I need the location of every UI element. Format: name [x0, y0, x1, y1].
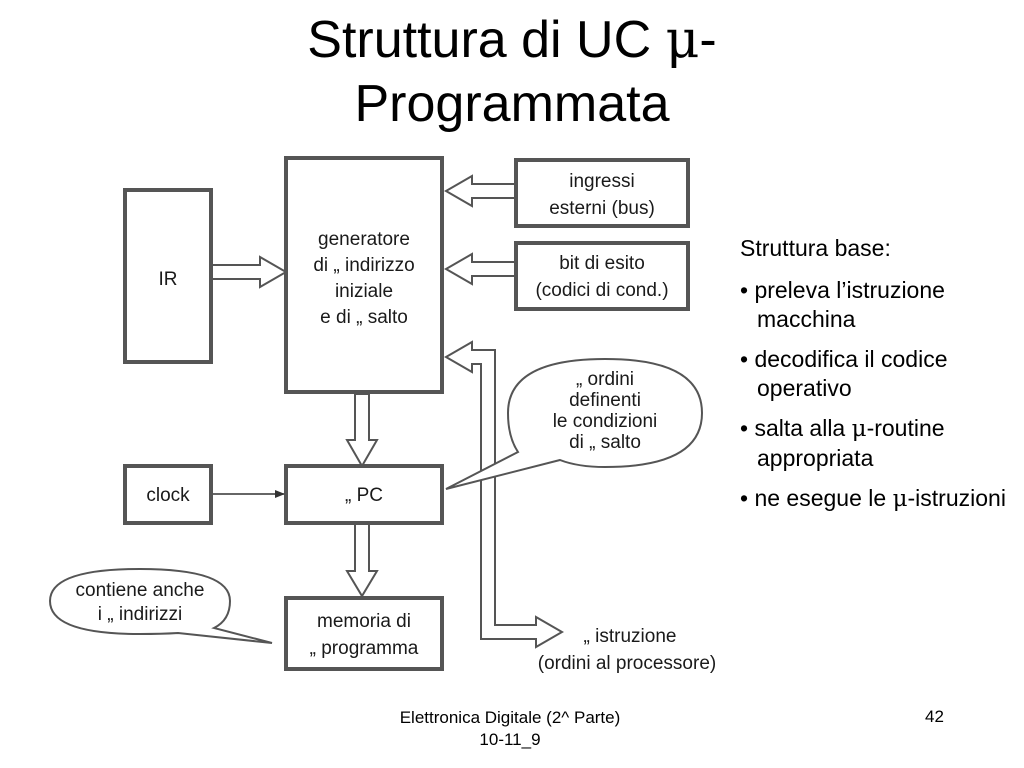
pc-label: „ PC: [345, 485, 383, 506]
page-number: 42: [925, 707, 944, 726]
footer-course: Elettronica Digitale (2^ Parte): [399, 708, 621, 727]
mu-symbol: μ: [851, 416, 867, 442]
footer: Elettronica Digitale (2^ Parte) 10-11_9: [330, 707, 690, 751]
address-generator-box: [284, 156, 444, 394]
ir-box: [123, 188, 213, 364]
arrow-feedback-loop: [443, 340, 565, 649]
arrow-inputs-to-generator: [443, 174, 517, 208]
title-line-1: Struttura di UC μ-: [0, 8, 1024, 72]
title-text: Struttura di UC: [307, 11, 666, 69]
note-text: • ne esegue le: [740, 485, 893, 511]
status-bits-line-2: (codici di cond.): [535, 280, 668, 301]
ir-label: IR: [159, 269, 178, 290]
external-inputs-line-1: ingressi: [569, 171, 634, 192]
note-text: -routine appropriata: [757, 415, 945, 471]
notes-heading: Struttura base:: [740, 235, 891, 261]
program-memory-box: [284, 596, 444, 671]
status-bits-box: [514, 241, 690, 311]
generator-line-4: e di „ salto: [320, 307, 408, 328]
arrow-status-to-generator: [443, 252, 517, 286]
generator-line-1: generatore: [318, 229, 410, 250]
note-jump: • salta alla μ-routine appropriata: [740, 414, 1010, 473]
memory-line-2: „ programma: [310, 638, 419, 659]
slide-title: Struttura di UC μ- Programmata: [0, 8, 1024, 136]
arrow-generator-to-pc: [345, 393, 379, 469]
generator-line-2: di „ indirizzo: [313, 255, 414, 276]
generator-line-3: iniziale: [335, 281, 393, 302]
note-text: • preleva l’istruzione macchina: [740, 277, 945, 332]
memory-line-1: memoria di: [317, 611, 411, 632]
external-inputs-box: [514, 158, 690, 228]
note-text: -istruzioni: [907, 485, 1006, 511]
title-mu-symbol: μ: [665, 10, 700, 70]
address-callout-line-2: i „ indirizzi: [98, 604, 182, 625]
clock-box: [123, 464, 213, 525]
address-callout-line-1: contiene anche: [76, 580, 205, 601]
clock-label: clock: [146, 485, 190, 506]
note-decode: • decodifica il codice operativo: [740, 345, 1010, 403]
jump-callout-line-3: le condizioni: [553, 411, 658, 432]
note-fetch: • preleva l’istruzione macchina: [740, 276, 1010, 334]
mu-symbol: μ: [892, 486, 908, 512]
footer-code: 10-11_9: [479, 730, 541, 749]
jump-callout-line-4: di „ salto: [569, 432, 641, 453]
title-hyphen: -: [699, 11, 717, 69]
pc-box: [284, 464, 444, 525]
note-text: • decodifica il codice operativo: [740, 346, 948, 401]
notes-panel: Struttura base: • preleva l’istruzione m…: [740, 234, 1010, 525]
contains-addresses-callout: [48, 567, 273, 644]
output-line-1: „ istruzione: [584, 626, 677, 647]
jump-callout-line-1: „ ordini: [576, 369, 634, 390]
output-line-2: (ordini al processore): [538, 653, 716, 674]
title-line-2: Programmata: [354, 75, 670, 133]
external-inputs-line-2: esterni (bus): [549, 198, 655, 219]
jump-callout-line-2: definenti: [569, 390, 641, 411]
arrow-ir-to-generator: [211, 255, 289, 289]
note-execute: • ne esegue le μ-istruzioni: [740, 484, 1010, 514]
status-bits-line-1: bit di esito: [559, 253, 645, 274]
note-text: • salta alla: [740, 415, 852, 441]
jump-orders-callout: [445, 357, 704, 490]
arrow-pc-to-memory: [345, 523, 379, 598]
